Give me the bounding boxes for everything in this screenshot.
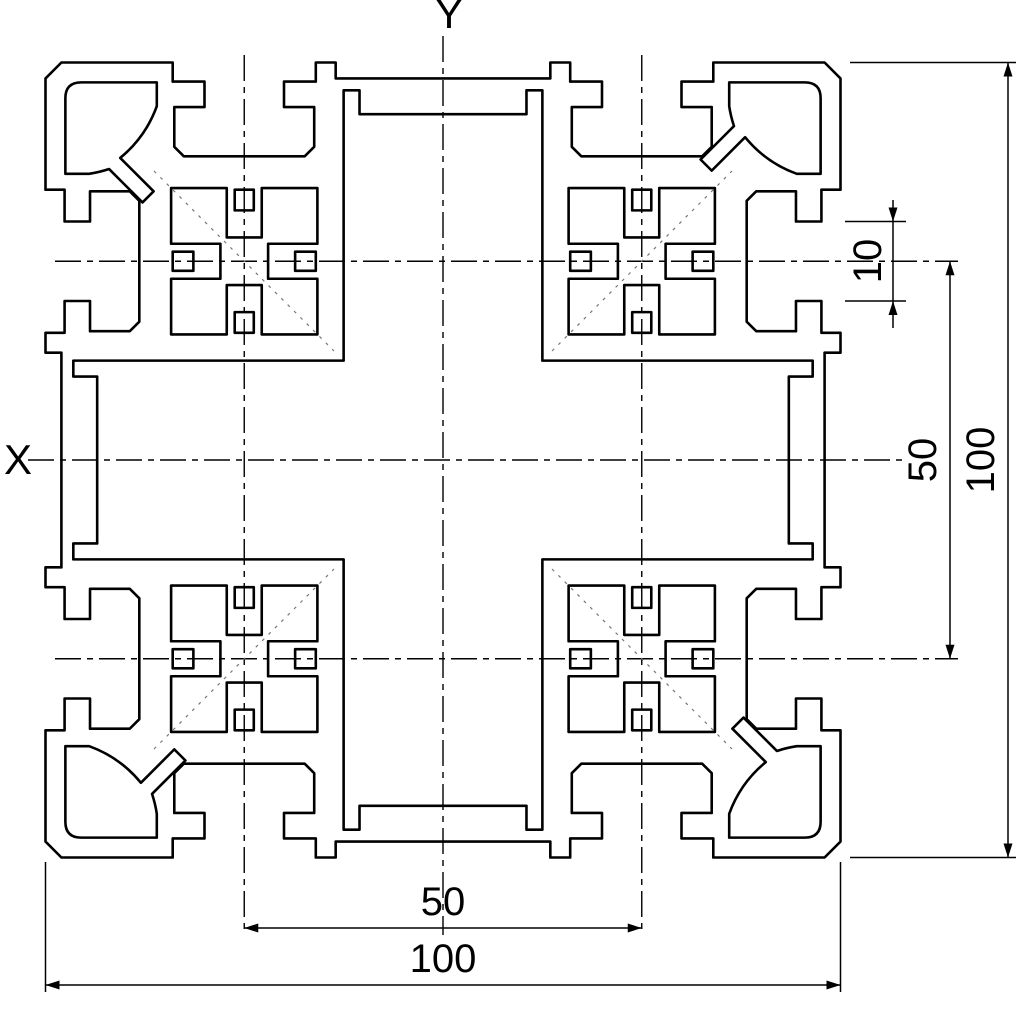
x-cavity-slit-1-2: [632, 312, 651, 333]
x-cavity-slit-0-1: [295, 252, 316, 271]
x-cavity-slit-2-1: [693, 649, 714, 668]
arrowhead-top: [888, 207, 898, 222]
x-cavity-slit-2-3: [570, 649, 591, 668]
corner-cavity-0: [701, 82, 821, 173]
arrowhead-left: [244, 923, 259, 933]
dimension-right-overall: 100: [850, 61, 1016, 859]
axis-label-x: X: [4, 436, 32, 483]
corner-cavity-2: [65, 746, 185, 837]
dimension-bottom-slot-spacing: 50: [244, 880, 642, 933]
diagonal-centerline-top-left: [153, 170, 335, 352]
arrowhead-bottom: [888, 301, 898, 315]
x-cavity-slit-3-2: [235, 710, 254, 731]
x-cavity-slit-0-2: [235, 312, 254, 333]
corner-cavity-3: [65, 82, 156, 202]
dimension-annotations: 50 100 10 50: [4, 0, 1016, 992]
centerlines: [28, 36, 958, 935]
arrowhead-bottom: [945, 644, 955, 659]
axis-label-y: Y: [435, 0, 463, 37]
x-cavity-slit-3-0: [235, 587, 254, 608]
x-cavity-slit-2-0: [632, 587, 651, 608]
arrowhead-top: [945, 261, 955, 276]
arrowhead-right: [627, 923, 642, 933]
dimension-right-slot-opening: 10: [845, 200, 906, 328]
dimension-label: 100: [959, 427, 1003, 494]
arrowhead-top: [1003, 62, 1013, 77]
x-cavity-3: [171, 586, 317, 732]
dimension-label: 50: [901, 438, 945, 483]
arrowhead-right: [826, 980, 841, 990]
profile-cross-section: [46, 63, 841, 858]
x-cavity-slit-2-2: [632, 710, 651, 731]
arrowhead-bottom: [1003, 843, 1013, 858]
diagonal-centerline-bottom-right: [551, 568, 733, 750]
x-cavity-1: [569, 188, 715, 334]
corner-cavity-1: [729, 718, 820, 838]
outer-boundary: [46, 63, 841, 858]
dimension-label: 50: [421, 880, 466, 924]
dimension-right-slot-spacing: 50: [901, 261, 955, 659]
x-cavity-0: [171, 188, 317, 334]
diagonal-centerline-bottom-left: [153, 568, 335, 750]
x-cavity-slit-1-3: [570, 252, 591, 271]
x-cavity-slit-3-1: [295, 649, 316, 668]
dimension-label: 10: [846, 239, 890, 284]
x-cavity-slit-0-3: [173, 252, 194, 271]
x-cavity-slit-1-0: [632, 190, 651, 211]
diagonal-centerline-top-right: [551, 170, 733, 352]
central-cross-cavity: [73, 90, 812, 829]
arrowhead-left: [45, 980, 60, 990]
x-cavity-slit-3-3: [173, 649, 194, 668]
x-cavity-2: [569, 586, 715, 732]
dimension-bottom-overall: 100: [44, 862, 842, 992]
dimension-label: 100: [410, 937, 477, 981]
x-cavity-slit-1-1: [693, 252, 714, 271]
x-cavity-slit-0-0: [235, 190, 254, 211]
